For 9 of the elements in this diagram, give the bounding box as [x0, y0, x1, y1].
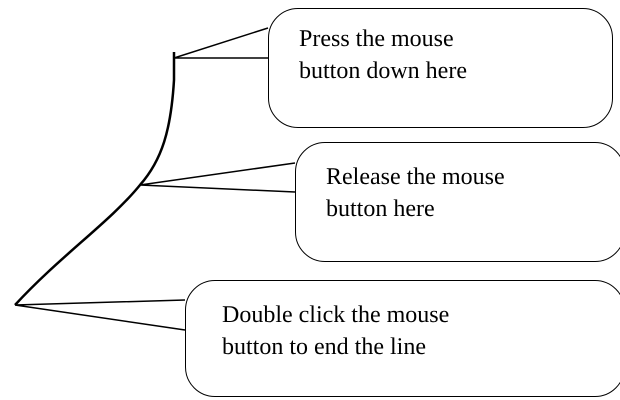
leader-line: [14, 299, 186, 331]
leader-line: [139, 162, 296, 193]
callout-text: Double click the mouse button to end the line: [222, 301, 450, 362]
callout-text: Release the mouse button here: [326, 163, 506, 224]
callout-text: Press the mouse button down here: [299, 25, 468, 86]
callout-bubble: [185, 280, 620, 397]
leader-line: [173, 27, 269, 59]
callout-bubble: [268, 8, 613, 128]
callout-bubble: [295, 142, 620, 262]
